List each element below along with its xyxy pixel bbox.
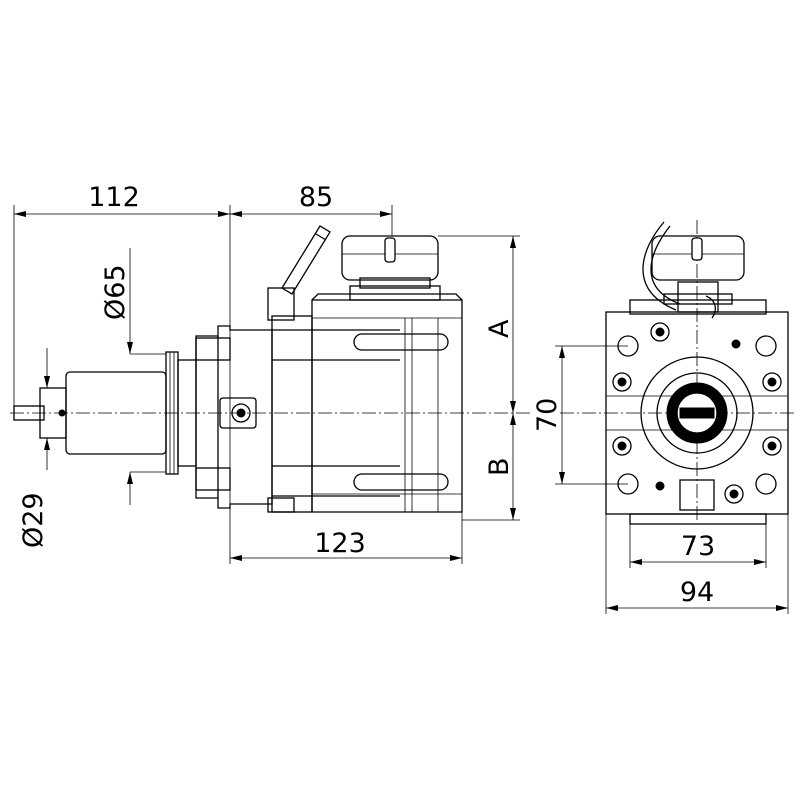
side-bolt-head xyxy=(231,403,251,423)
clamp-nut-slot xyxy=(384,237,396,263)
hole-l2 xyxy=(612,436,632,456)
hole-r2-dot xyxy=(767,441,777,451)
front-clamp-collar xyxy=(663,293,733,305)
side-bolt-center xyxy=(236,408,246,418)
front-key-block xyxy=(679,479,715,511)
lever-arm xyxy=(281,225,331,295)
housing-foot xyxy=(267,497,295,513)
pin-bottom xyxy=(655,481,665,491)
front-outer-ring xyxy=(640,356,754,470)
lever-base xyxy=(267,287,295,321)
front-lever-inner xyxy=(650,225,681,305)
side-bolt-block xyxy=(219,397,257,429)
dim-85-label: 85 xyxy=(299,182,333,213)
upper-slot xyxy=(272,329,449,361)
housing-front xyxy=(271,315,313,513)
hole-r2 xyxy=(762,436,782,456)
side-view xyxy=(10,225,530,513)
hole-r1 xyxy=(762,372,782,392)
front-lever-outer xyxy=(642,221,677,311)
pin-top xyxy=(731,339,741,349)
flange-lug-bottom xyxy=(195,467,231,491)
dim-65-label: Ø65 xyxy=(100,264,131,320)
tool-stub xyxy=(13,405,45,421)
dim-94-label: 94 xyxy=(680,577,714,608)
dim-73-label: 73 xyxy=(681,531,715,562)
dim-29-label: Ø29 xyxy=(18,492,49,548)
dim-112-label: 112 xyxy=(88,182,140,213)
hole-r1-dot xyxy=(767,377,777,387)
hole-tr xyxy=(755,335,777,357)
hole-t1 xyxy=(650,322,670,342)
front-mid-ring xyxy=(656,372,738,454)
housing-main xyxy=(311,299,463,513)
clamp-nut xyxy=(341,235,439,281)
housing-top-chamfer xyxy=(311,293,463,301)
front-view xyxy=(560,220,795,525)
hole-l2-dot xyxy=(617,441,627,451)
front-clamp-slot xyxy=(691,237,703,261)
front-drive-slot xyxy=(679,407,715,419)
clamp-collar xyxy=(359,277,431,289)
dimensions: 112 85 123 Ø65 Ø29 A B 70 73 xyxy=(13,182,789,614)
dim-123-label: 123 xyxy=(314,528,366,559)
hole-br xyxy=(755,473,777,495)
hole-l1 xyxy=(612,372,632,392)
front-bottom-rail xyxy=(629,513,767,525)
flange-body xyxy=(195,325,273,509)
front-clamp-neck xyxy=(677,281,719,313)
dim-a-label: A xyxy=(484,319,515,338)
hole-b1-dot xyxy=(729,489,739,499)
front-lever-hook xyxy=(705,295,717,319)
mounting-holes xyxy=(612,322,782,504)
tool-dot xyxy=(58,409,66,417)
lever-tip xyxy=(315,233,327,241)
hole-t1-dot xyxy=(655,327,665,337)
lower-slot xyxy=(272,465,449,497)
front-top-rail xyxy=(629,299,767,315)
dim-70-label: 70 xyxy=(532,398,563,432)
dim-b-label: B xyxy=(484,457,515,476)
flange-lug-top xyxy=(195,337,231,361)
hole-b1 xyxy=(724,484,744,504)
hole-l1-dot xyxy=(617,377,627,387)
clamp-base xyxy=(349,285,441,301)
